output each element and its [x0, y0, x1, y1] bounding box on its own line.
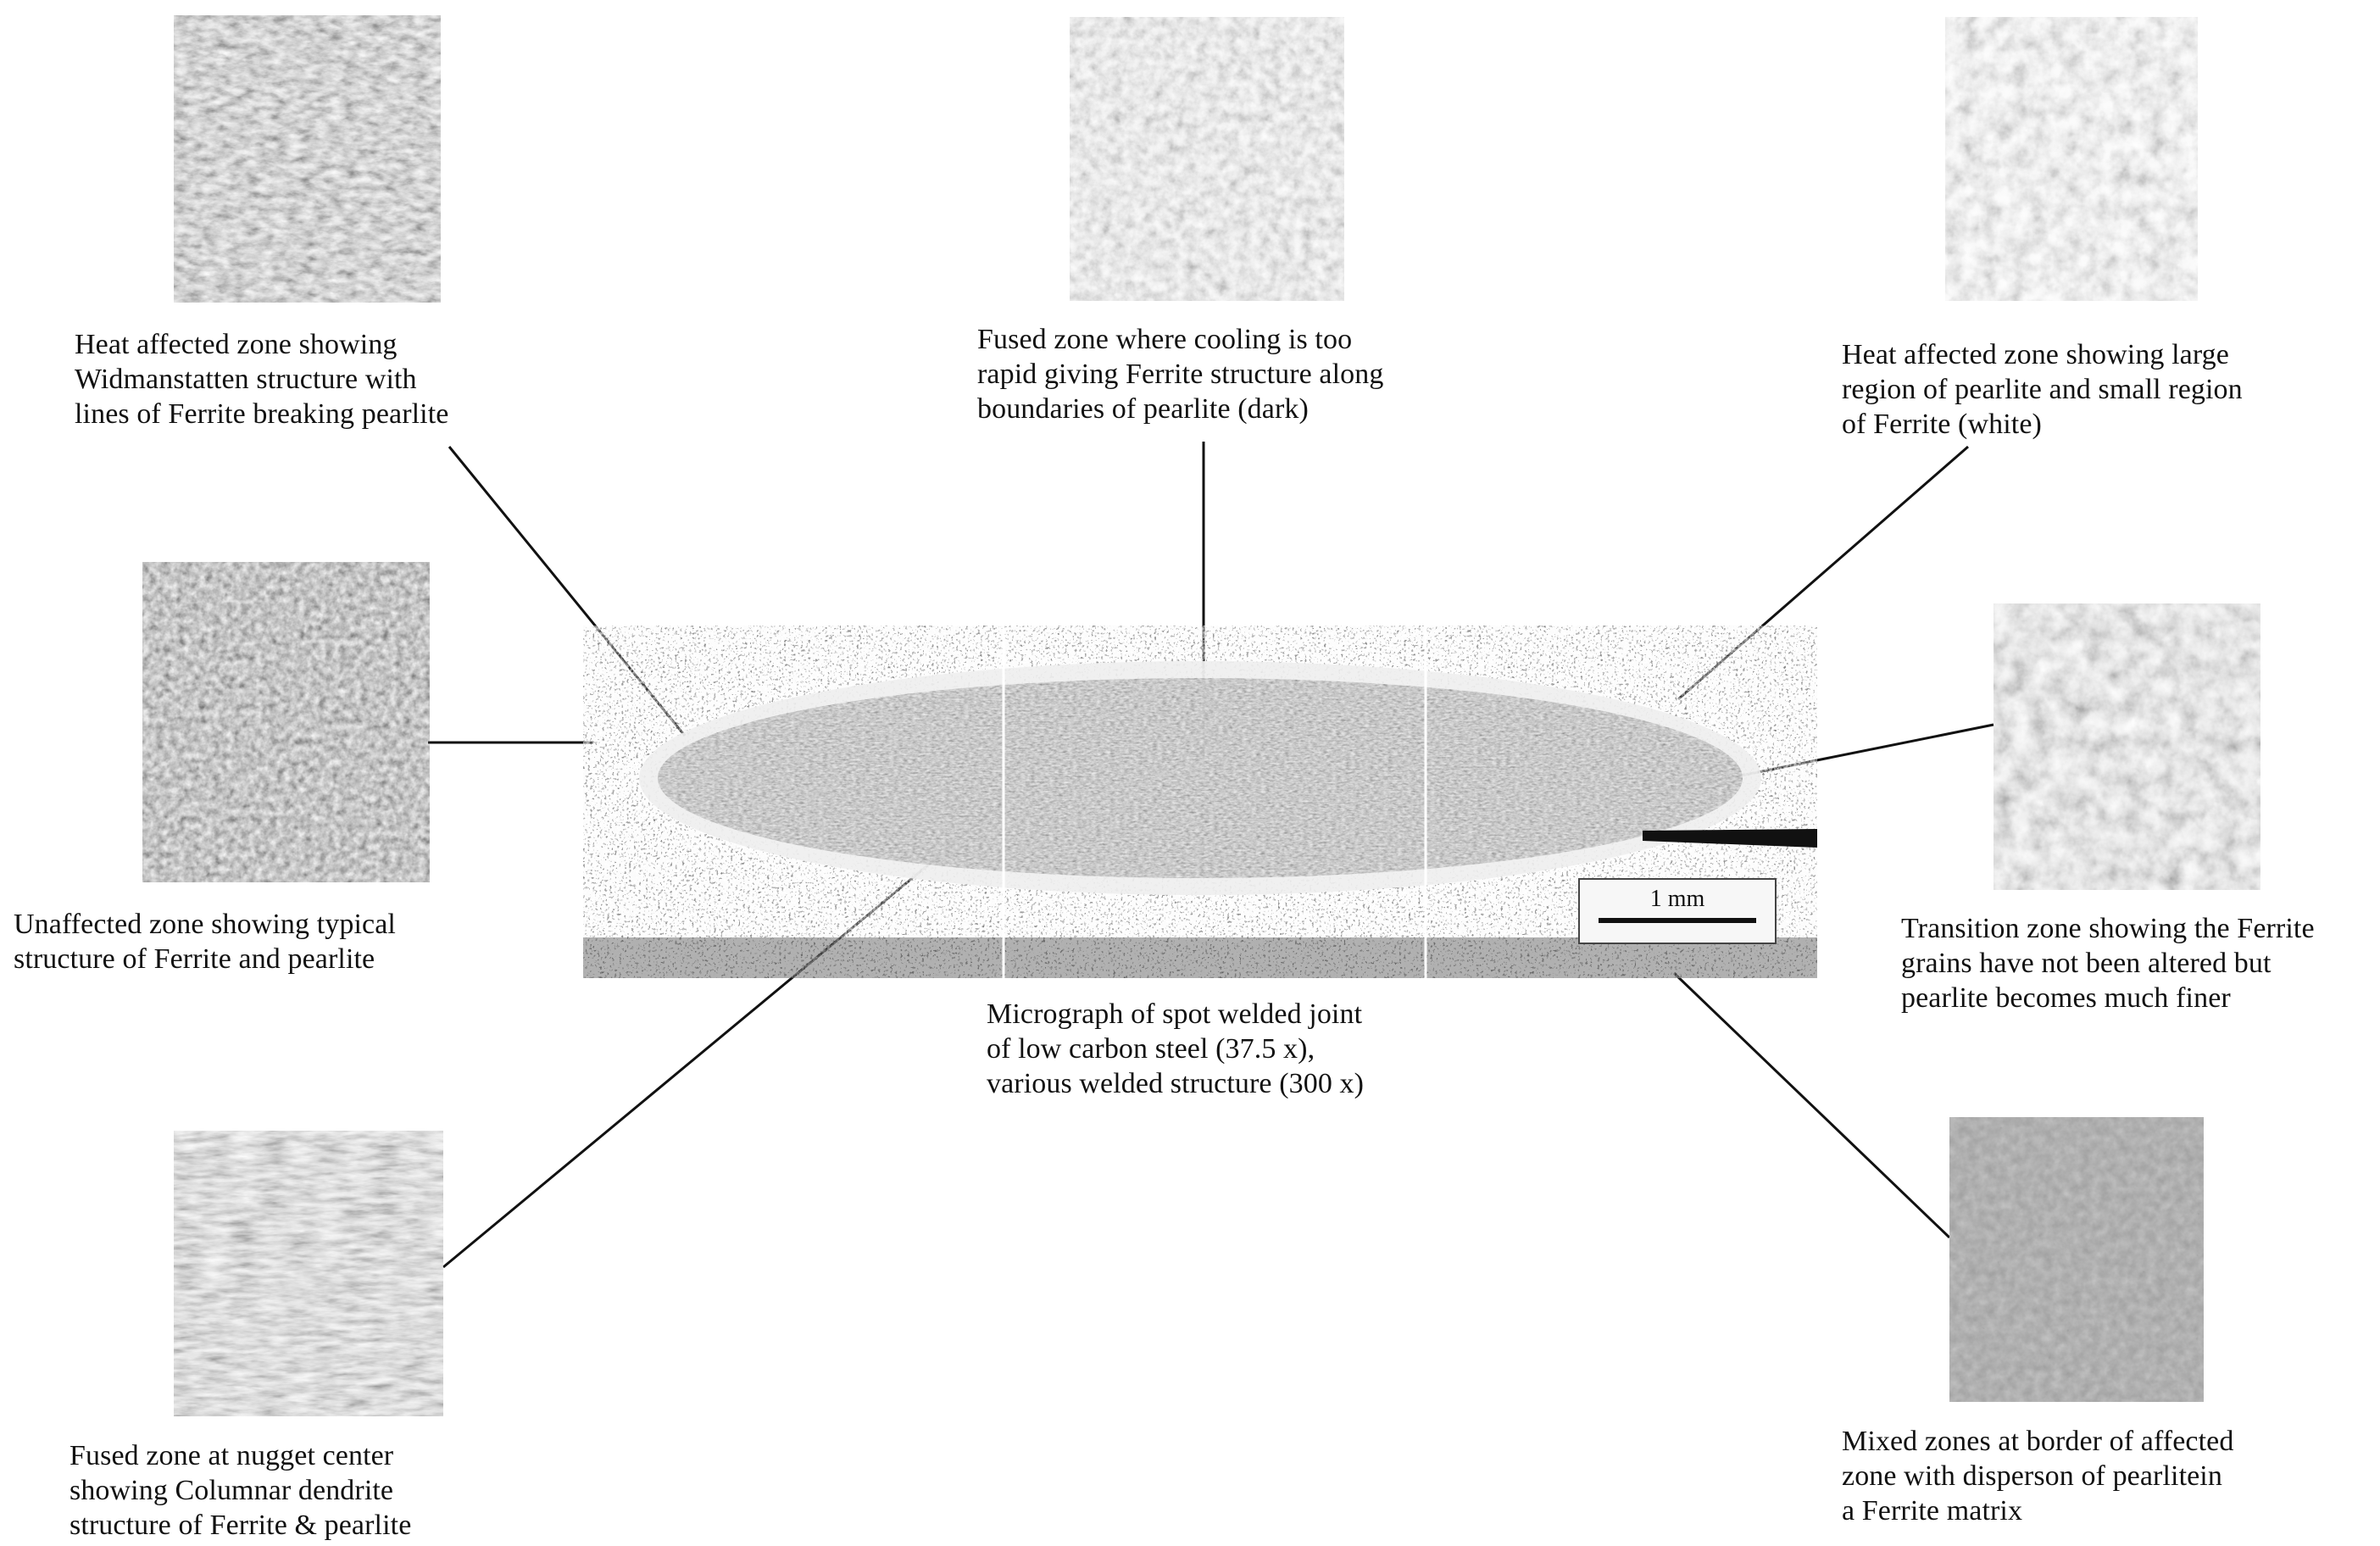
caption-main-micrograph: Micrograph of spot welded joint of low c… — [987, 997, 1364, 1101]
caption-transition: Transition zone showing the Ferrite grai… — [1901, 911, 2315, 1015]
caption-line: structure of Ferrite & pearlite — [70, 1510, 412, 1541]
caption-line: Heat affected zone showing large — [1842, 339, 2229, 370]
caption-fused-center: Fused zone at nugget center showing Colu… — [70, 1438, 411, 1543]
caption-unaffected: Unaffected zone showing typical structur… — [14, 907, 396, 976]
caption-line: various welded structure (300 x) — [987, 1068, 1365, 1099]
caption-haz-large-pearlite: Heat affected zone showing large region … — [1842, 337, 2243, 442]
caption-line: Unaffected zone showing typical — [14, 909, 396, 940]
inset-mixed-zones — [1949, 1117, 2204, 1402]
caption-line: Micrograph of spot welded joint — [987, 998, 1363, 1030]
caption-line: Transition zone showing the Ferrite — [1901, 913, 2315, 944]
caption-line: lines of Ferrite breaking pearlite — [75, 398, 449, 430]
caption-line: zone with disperson of pearlitein — [1842, 1460, 2222, 1492]
caption-line: of Ferrite (white) — [1842, 409, 2042, 440]
inset-fused-center — [174, 1131, 443, 1416]
caption-line: Fused zone where cooling is too — [977, 324, 1353, 355]
caption-haz-widmanstatten: Heat affected zone showing Widmanstatten… — [75, 327, 448, 431]
inset-haz-large-pearlite — [1945, 17, 2198, 301]
inset-fused-rapid — [1070, 17, 1344, 301]
caption-fused-rapid: Fused zone where cooling is too rapid gi… — [977, 322, 1383, 426]
caption-line: boundaries of pearlite (dark) — [977, 393, 1309, 425]
leader-mixed-zones — [1672, 971, 1951, 1239]
caption-line: region of pearlite and small region — [1842, 374, 2243, 405]
scale-bar-label: 1 mm — [1649, 886, 1705, 912]
caption-line: Heat affected zone showing — [75, 329, 398, 360]
inset-haz-widmanstatten — [174, 15, 441, 303]
scale-bar: 1 mm — [1578, 878, 1777, 944]
inset-unaffected — [142, 562, 430, 882]
caption-line: structure of Ferrite and pearlite — [14, 943, 375, 975]
caption-line: showing Columnar dendrite — [70, 1475, 394, 1506]
caption-line: pearlite becomes much finer — [1901, 982, 2231, 1014]
caption-line: rapid giving Ferrite structure along — [977, 359, 1384, 390]
caption-line: grains have not been altered but — [1901, 948, 2272, 979]
scale-bar-line — [1599, 918, 1756, 923]
caption-line: Widmanstatten structure with — [75, 364, 417, 395]
inset-transition — [1994, 603, 2260, 890]
caption-line: Fused zone at nugget center — [70, 1440, 394, 1471]
caption-line: of low carbon steel (37.5 x), — [987, 1033, 1315, 1065]
caption-line: a Ferrite matrix — [1842, 1495, 2023, 1527]
caption-line: Mixed zones at border of affected — [1842, 1426, 2234, 1457]
caption-mixed-zones: Mixed zones at border of affected zone w… — [1842, 1424, 2233, 1528]
